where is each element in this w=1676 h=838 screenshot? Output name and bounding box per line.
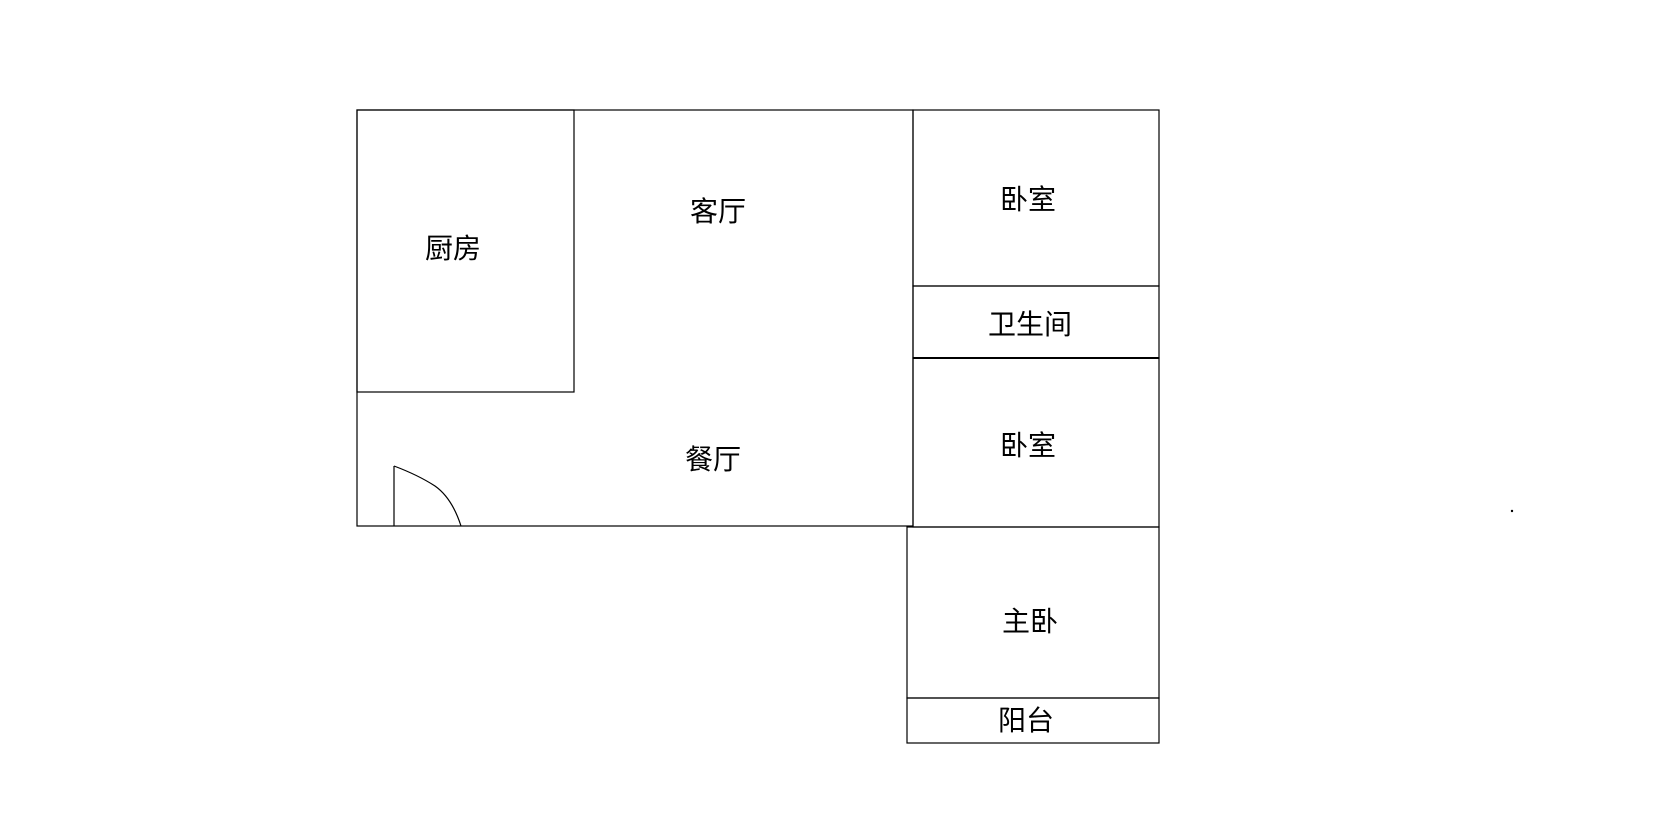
living-room-label: 客厅: [690, 195, 746, 228]
dining-room-label: 餐厅: [685, 443, 741, 476]
kitchen-label: 厨房: [425, 232, 481, 265]
balcony-outline: [906, 697, 1160, 744]
stray-dot: [1510, 509, 1514, 513]
door-swing-arc: [393, 465, 462, 527]
bedroom-2-label: 卧室: [1000, 429, 1056, 462]
bedroom-1-label: 卧室: [1000, 183, 1056, 216]
master-bedroom-label: 主卧: [1002, 605, 1058, 638]
main-area-outline: [356, 109, 914, 527]
balcony-label: 阳台: [998, 704, 1054, 737]
bathroom-label: 卫生间: [988, 308, 1072, 341]
kitchen-outline: [356, 109, 575, 393]
